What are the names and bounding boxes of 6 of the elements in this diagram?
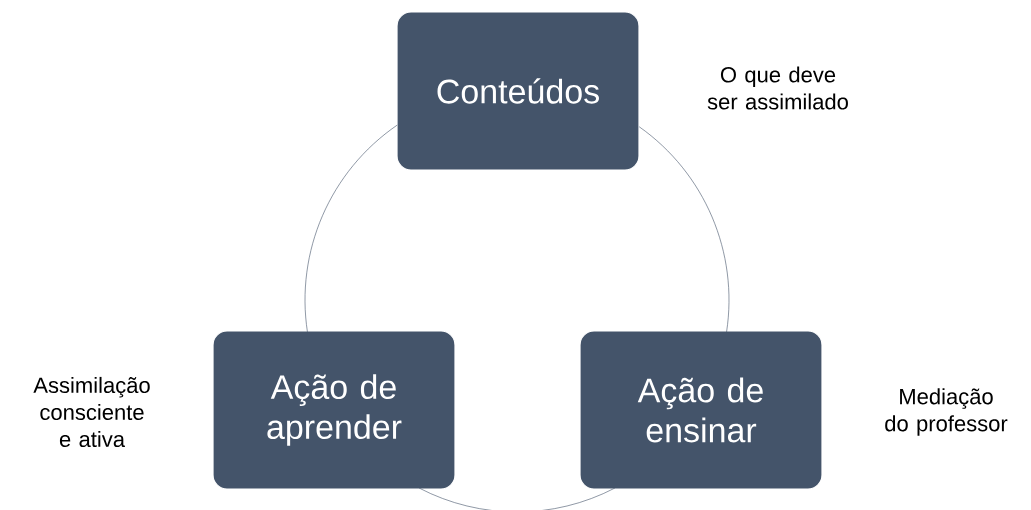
process-box: Conteúdos [396,11,640,171]
side-note: Mediação do professor [885,388,1008,436]
process-box: Ação de aprender [212,330,456,490]
process-box: Ação de ensinar [579,330,823,490]
side-note: O que deve ser assimilado [707,66,848,110]
side-note: Assimilação consciente e ativa [33,376,150,448]
